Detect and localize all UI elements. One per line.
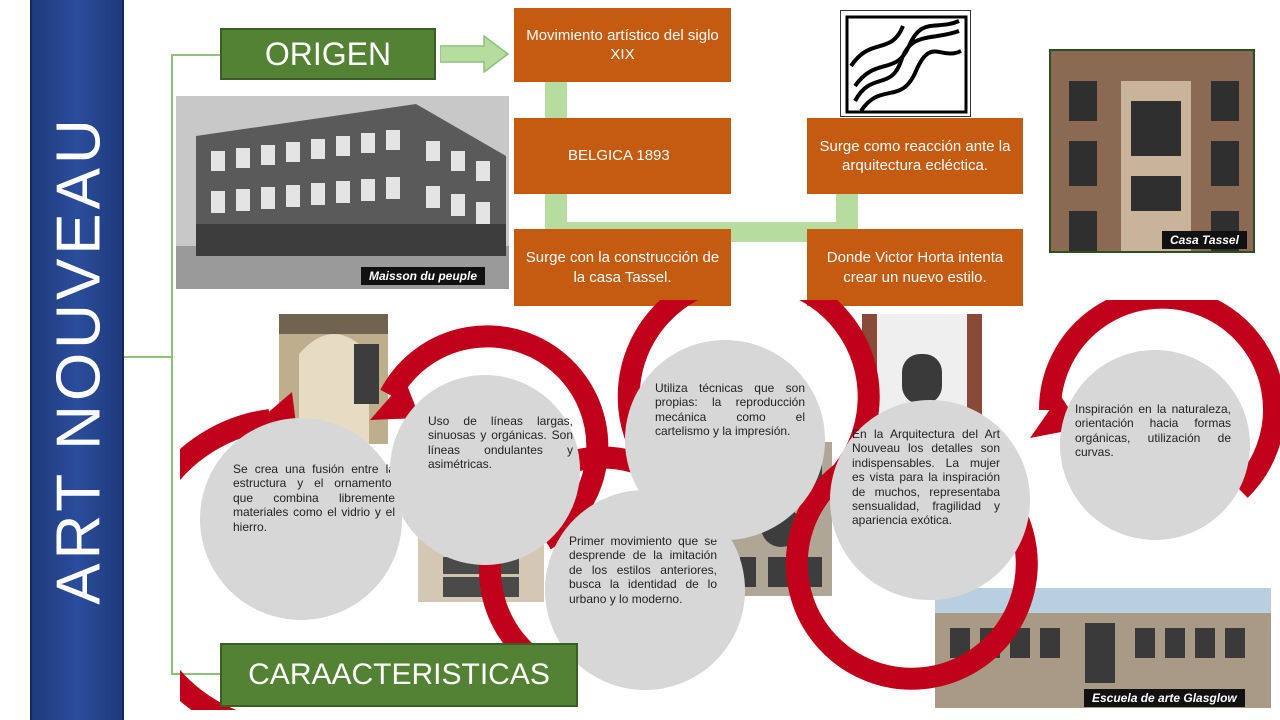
characteristic-text-4: Utiliza técnicas que son propias: la rep… xyxy=(655,381,805,439)
poster-image-icon xyxy=(845,15,968,114)
origin-box-1-text: Movimiento artístico del siglo XIX xyxy=(526,26,719,64)
right-arrow-icon xyxy=(440,34,510,74)
origin-box-3: Surge con la construcción de la casa Tas… xyxy=(514,229,731,306)
arrow-head-2 xyxy=(370,380,420,420)
origin-box-1: Movimiento artístico del siglo XIX xyxy=(514,8,731,82)
flow-connector-4 xyxy=(836,194,858,230)
characteristic-circle-1 xyxy=(200,418,402,620)
caracteristicas-label-text: CARAACTERISTICAS xyxy=(248,658,550,691)
characteristic-text-6: Inspiración en la naturaleza, orientació… xyxy=(1075,402,1231,460)
characteristic-text-3: Primer movimiento que se desprende de la… xyxy=(569,534,717,606)
ring-arrow-1 xyxy=(180,409,272,710)
flow-connector-1 xyxy=(545,82,567,120)
title-bar: ART NOUVEAU xyxy=(30,0,124,720)
characteristic-text-1: Se crea una fusión entre la estructura y… xyxy=(233,462,395,534)
origin-box-2-text: BELGICA 1893 xyxy=(568,147,670,165)
maisson-caption: Maisson du peuple xyxy=(361,267,486,285)
poster-photo xyxy=(840,10,971,117)
flow-connector-2 xyxy=(545,194,567,230)
origin-box-4-text: Surge como reacción ante la arquitectura… xyxy=(819,137,1011,175)
origin-box-2: BELGICA 1893 xyxy=(514,118,731,194)
characteristic-circle-5 xyxy=(830,400,1030,600)
maisson-du-peuple-photo xyxy=(176,96,509,289)
ring-arrow-6 xyxy=(1038,300,1280,498)
ring-arrow-4 xyxy=(617,300,880,488)
origin-box-5-text: Donde Victor Horta intenta crear un nuev… xyxy=(826,249,1004,286)
tree-line-vertical xyxy=(171,54,173,674)
origen-label: ORIGEN xyxy=(220,28,436,80)
origin-box-4: Surge como reacción ante la arquitectura… xyxy=(807,118,1023,194)
ring-arrow-5 xyxy=(785,439,1038,690)
characteristic-text-2: Uso de líneas largas, sinuosas y orgánic… xyxy=(428,414,573,472)
origin-box-5: Donde Victor Horta intenta crear un nuev… xyxy=(807,229,1023,306)
tassel-caption: Casa Tassel xyxy=(1162,231,1247,249)
characteristic-circle-6 xyxy=(1060,350,1250,540)
page-title: ART NOUVEAU xyxy=(44,115,114,605)
characteristic-circle-2 xyxy=(390,375,580,565)
caracteristicas-label: CARAACTERISTICAS xyxy=(220,643,578,707)
ring-arrow-2 xyxy=(380,325,609,550)
tree-line-title xyxy=(124,356,172,358)
tree-line-caracteristicas xyxy=(171,673,221,675)
glasgow-caption: Escuela de arte Glasglow xyxy=(1084,689,1245,707)
facade-image-icon xyxy=(1051,51,1253,251)
casa-tassel-photo xyxy=(1049,49,1255,253)
characteristic-text-5: En la Arquitectura del Art Nouveau los d… xyxy=(852,427,1000,528)
origen-label-text: ORIGEN xyxy=(264,35,392,72)
characteristic-circle-4 xyxy=(625,340,825,540)
origin-box-3-text: Surge con la construcción de la casa Tas… xyxy=(525,249,720,286)
interior-photo xyxy=(279,314,388,444)
tree-line-origen xyxy=(171,54,221,56)
building-image-icon xyxy=(176,96,509,289)
